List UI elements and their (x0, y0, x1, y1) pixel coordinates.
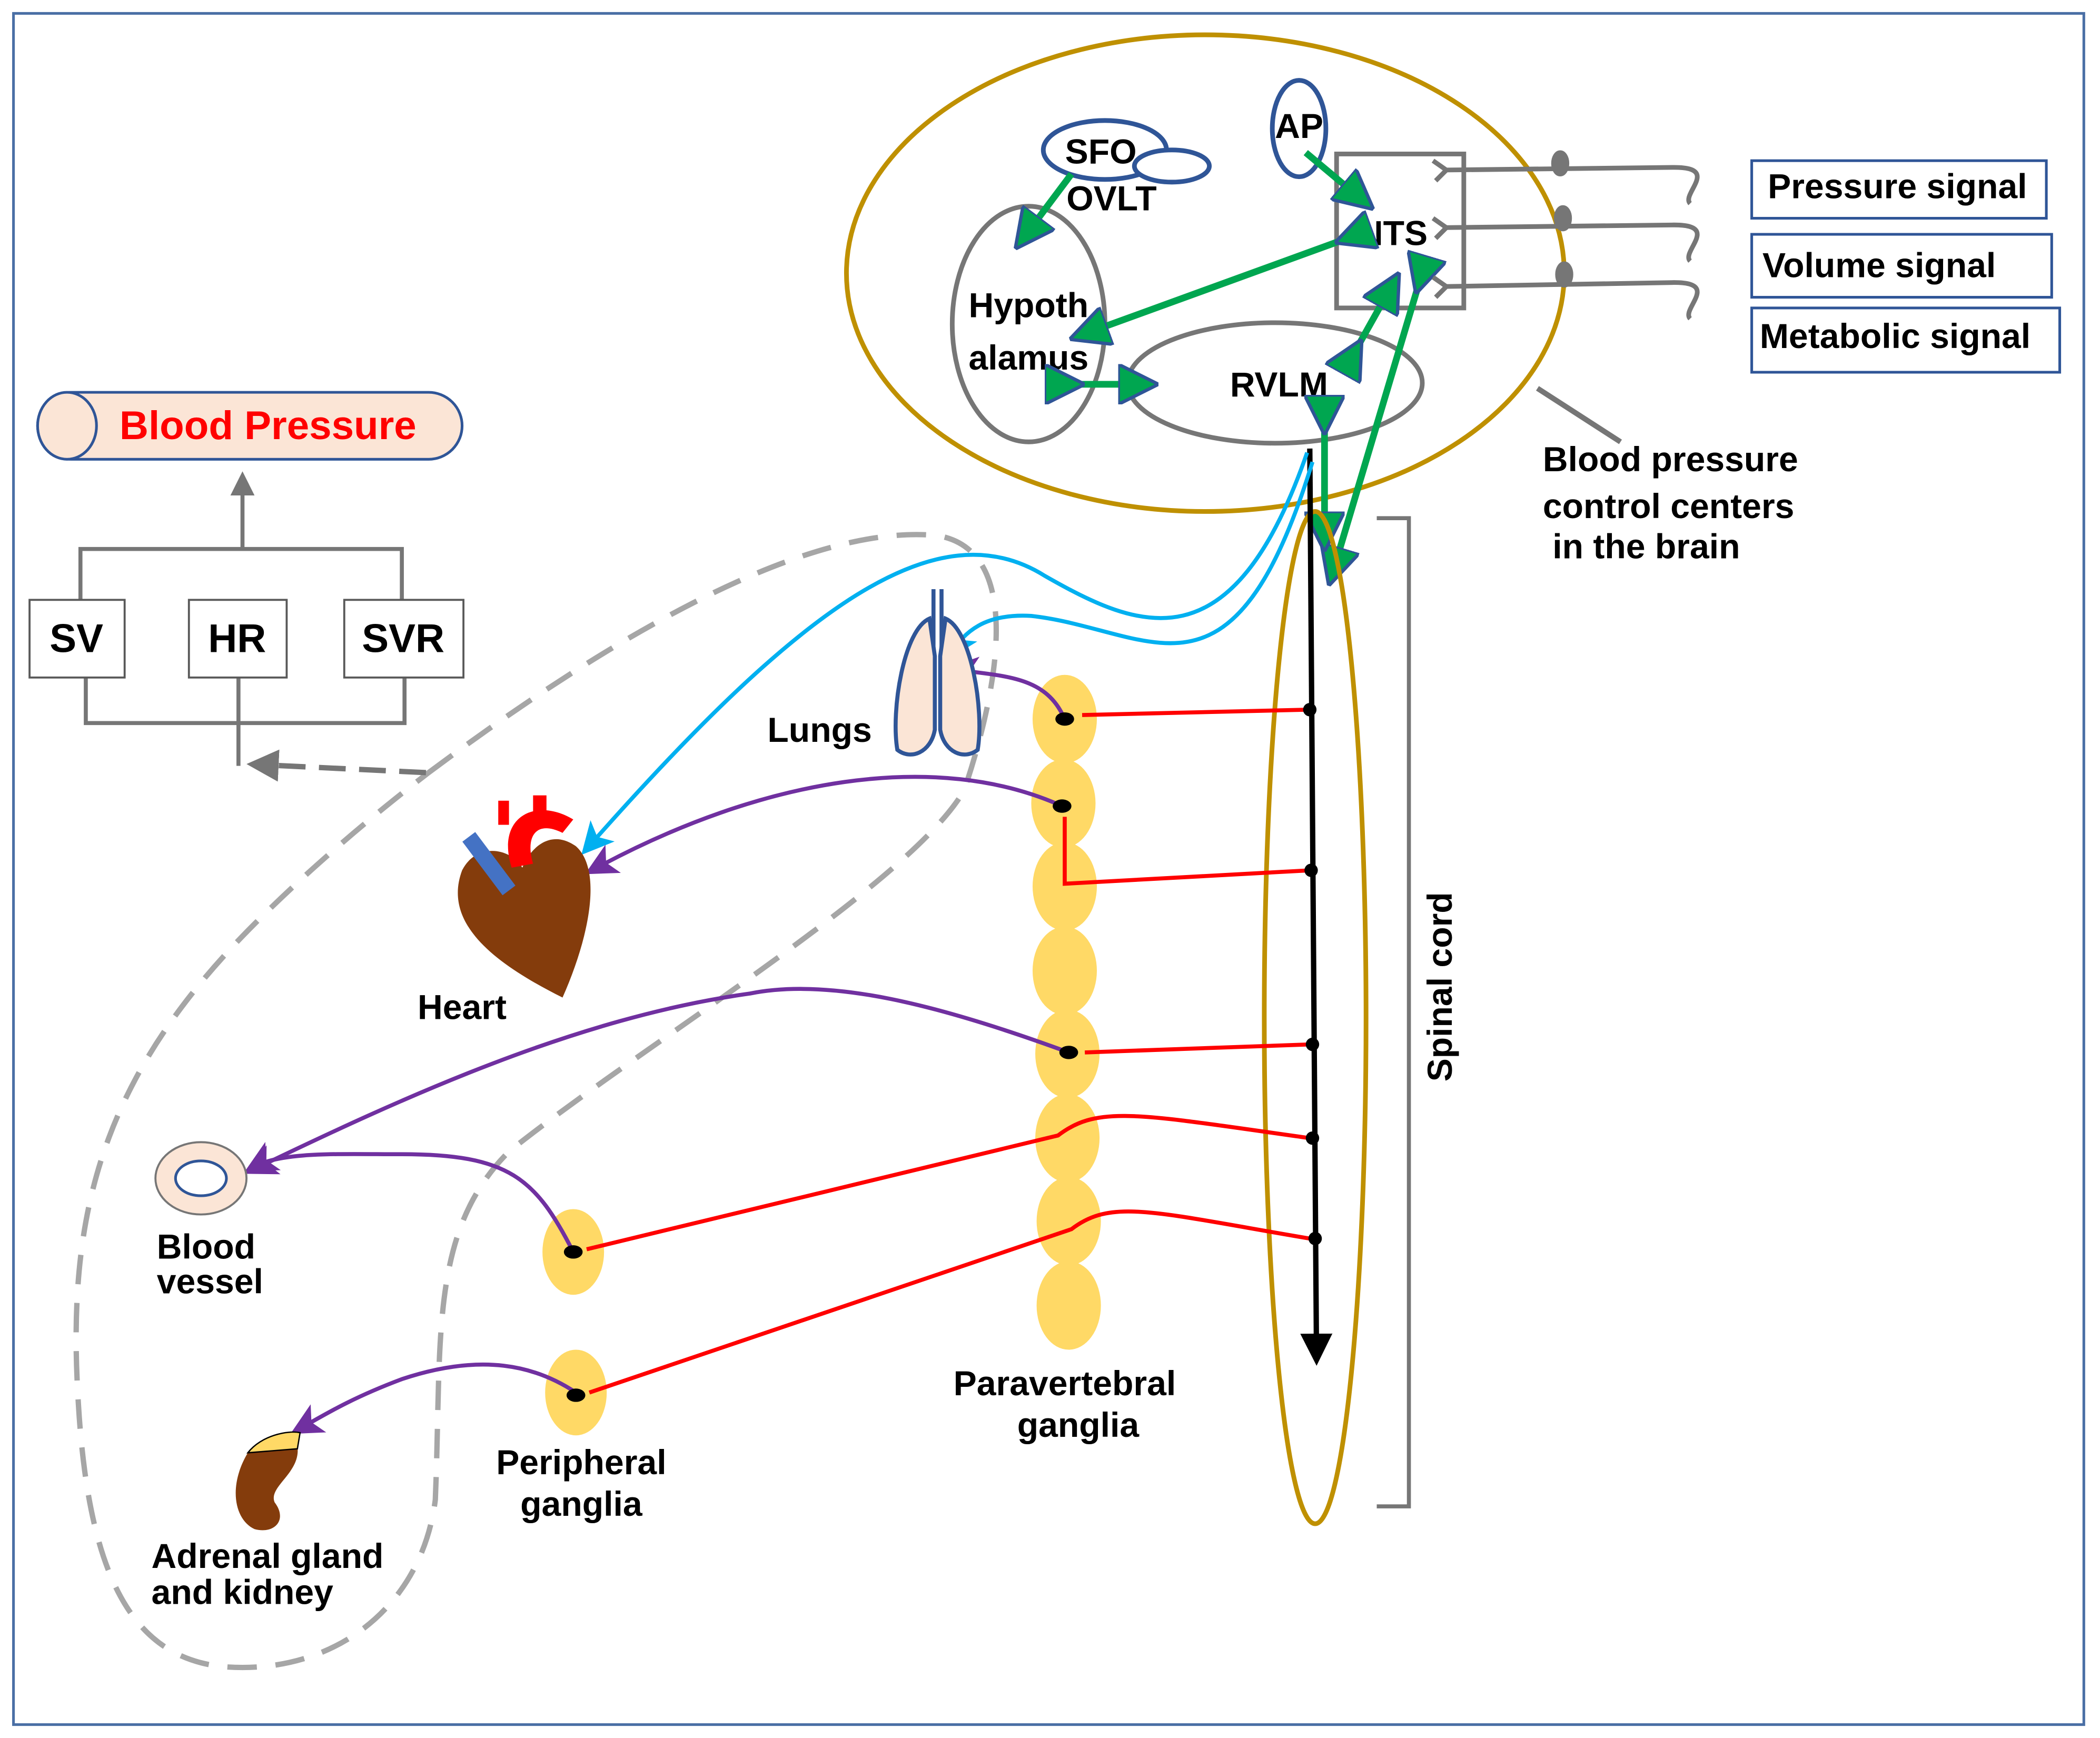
factor-hr: HR (187, 599, 288, 679)
blood-pressure-label: Blood Pressure (120, 403, 417, 448)
vagal-to-heart (581, 452, 1309, 855)
ap-region (1270, 78, 1329, 180)
brain-caption-2: control centers (1543, 487, 1795, 526)
peripheral-label-1: Peripheral (496, 1443, 666, 1482)
hypothalamus-label-2: alamus (968, 339, 1088, 378)
svr-label: SVR (362, 617, 444, 661)
preganglionic-fibers (586, 703, 1322, 1395)
ap-label: AP (1275, 107, 1323, 146)
paravertebral-label-2: ganglia (1017, 1406, 1140, 1445)
spinal-cord-outline (1262, 509, 1369, 1526)
descending-pathway (1300, 448, 1333, 1366)
spinal-cord-label: Spinal cord (1421, 892, 1460, 1081)
afferent-nerves (1431, 150, 1700, 321)
ovlt-region (1132, 147, 1212, 185)
vagal-to-lungs (946, 461, 1315, 660)
caption-pointer (1536, 386, 1622, 444)
lungs-label: Lungs (767, 711, 871, 750)
factor-svr: SVR (343, 599, 465, 679)
feedback-loop-dashed (73, 532, 999, 1671)
pressure-signal-label: Pressure signal (1768, 167, 2027, 206)
hypothalamus-label-1: Hypoth (968, 286, 1088, 325)
paravertebral-ganglia (1031, 674, 1101, 1350)
nts-label: NTS (1358, 214, 1428, 253)
blood-vessel-icon (154, 1141, 248, 1216)
postganglionic-fibers (244, 657, 1078, 1434)
sfo-label: SFO (1065, 132, 1137, 171)
sv-label: SV (49, 617, 103, 661)
heart-label: Heart (418, 988, 507, 1027)
signal-volume: Volume signal (1750, 233, 2053, 299)
signal-metabolic: Metabolic signal (1750, 306, 2062, 374)
heart-icon (458, 795, 591, 998)
hr-label: HR (208, 617, 266, 661)
signal-pressure: Pressure signal (1750, 159, 2048, 220)
rvlm-label: RVLM (1230, 365, 1328, 404)
outer-frame (12, 12, 2085, 1726)
blood-vessel-label-1: Blood (157, 1228, 255, 1267)
factor-brackets (78, 547, 407, 766)
paravertebral-label-1: Paravertebral (954, 1364, 1176, 1403)
brain-outline (844, 32, 1567, 514)
volume-signal-label: Volume signal (1762, 246, 1996, 285)
factor-sv: SV (28, 599, 126, 679)
peripheral-label-2: ganglia (520, 1485, 643, 1524)
blood-vessel-label-2: vessel (157, 1263, 263, 1302)
brain-caption-1: Blood pressure (1543, 440, 1798, 479)
ovlt-label: OVLT (1066, 179, 1156, 218)
adrenal-label-2: and kidney (152, 1573, 334, 1612)
central-connections (1023, 150, 1420, 573)
lungs-icon (894, 589, 982, 757)
adrenal-kidney-icon (235, 1431, 301, 1531)
metabolic-signal-label: Metabolic signal (1760, 317, 2030, 356)
adrenal-label-1: Adrenal gland (152, 1537, 384, 1576)
spinal-cord-bracket (1376, 516, 1411, 1508)
feedback-arrow (246, 749, 427, 782)
blood-pressure-cylinder: Blood Pressure (36, 391, 464, 461)
brain-caption-3: in the brain (1543, 527, 1740, 566)
